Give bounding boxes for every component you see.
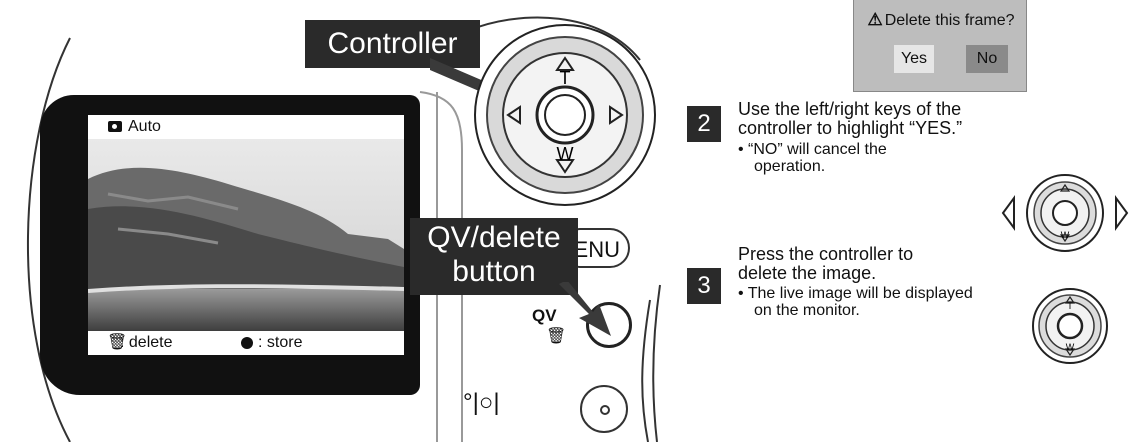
display-button[interactable]	[580, 385, 628, 433]
step3-note-line1: • The live image will be displayed	[738, 285, 973, 302]
controller-left-right-icon: W	[1001, 174, 1129, 252]
step-number-3: 3	[687, 268, 721, 304]
dialog-question: ⚠Delete this frame?	[854, 10, 1028, 30]
qv-delete-label-line2: button	[452, 255, 536, 288]
qv-delete-label: QV/delete button	[410, 218, 578, 295]
dialog-question-text: Delete this frame?	[884, 12, 1015, 29]
controller-key-t: T	[560, 68, 571, 88]
warning-icon: ⚠	[867, 10, 883, 29]
controller-key-w: W	[557, 144, 574, 164]
display-mode-mark: °|○|	[463, 389, 500, 416]
small-controller-key-w: W	[1061, 230, 1070, 240]
qv-delete-label-line1: QV/delete	[427, 221, 561, 254]
lcd-screen: Auto 🗑 : delete : store	[88, 115, 404, 355]
exposure-mode-label: Auto	[128, 118, 161, 135]
step-number-2: 2	[687, 106, 721, 142]
delete-confirm-dialog: ⚠Delete this frame? Yes No	[853, 0, 1027, 92]
qv-pointer-arrow	[559, 282, 611, 336]
dialog-no-option[interactable]: No	[966, 45, 1008, 73]
lcd-hint-bar: 🗑 : delete : store	[88, 331, 404, 355]
dialog-yes-option[interactable]: Yes	[894, 45, 934, 73]
press-controller-key-w: W	[1066, 342, 1075, 352]
store-hint: : store	[258, 334, 303, 351]
step3-instruction-line2: delete the image.	[738, 263, 877, 283]
step2-instruction-line2: controller to highlight “YES.”	[738, 118, 963, 138]
trash-icon: 🗑	[107, 334, 128, 351]
controller-dial[interactable]: T W	[470, 20, 660, 210]
step2-instruction-line1: Use the left/right keys of the	[738, 99, 962, 119]
step3-note-line2: on the monitor.	[754, 302, 860, 319]
step3-instruction-line1: Press the controller to	[738, 244, 914, 264]
qv-mark: QV	[532, 306, 557, 325]
controller-press-icon: T W	[1032, 288, 1108, 364]
store-dot-icon	[241, 337, 253, 349]
trash-icon: 🗑	[546, 328, 567, 345]
lcd-status-bar: Auto	[88, 115, 404, 139]
camera-icon	[108, 121, 122, 132]
photo-preview	[88, 139, 404, 331]
controller-label: Controller	[305, 20, 480, 68]
press-controller-key-t: T	[1067, 301, 1073, 311]
step2-note-line2: operation.	[754, 158, 826, 175]
delete-hint: : delete	[120, 334, 173, 351]
step2-note-line1: • “NO” will cancel the	[738, 141, 887, 158]
